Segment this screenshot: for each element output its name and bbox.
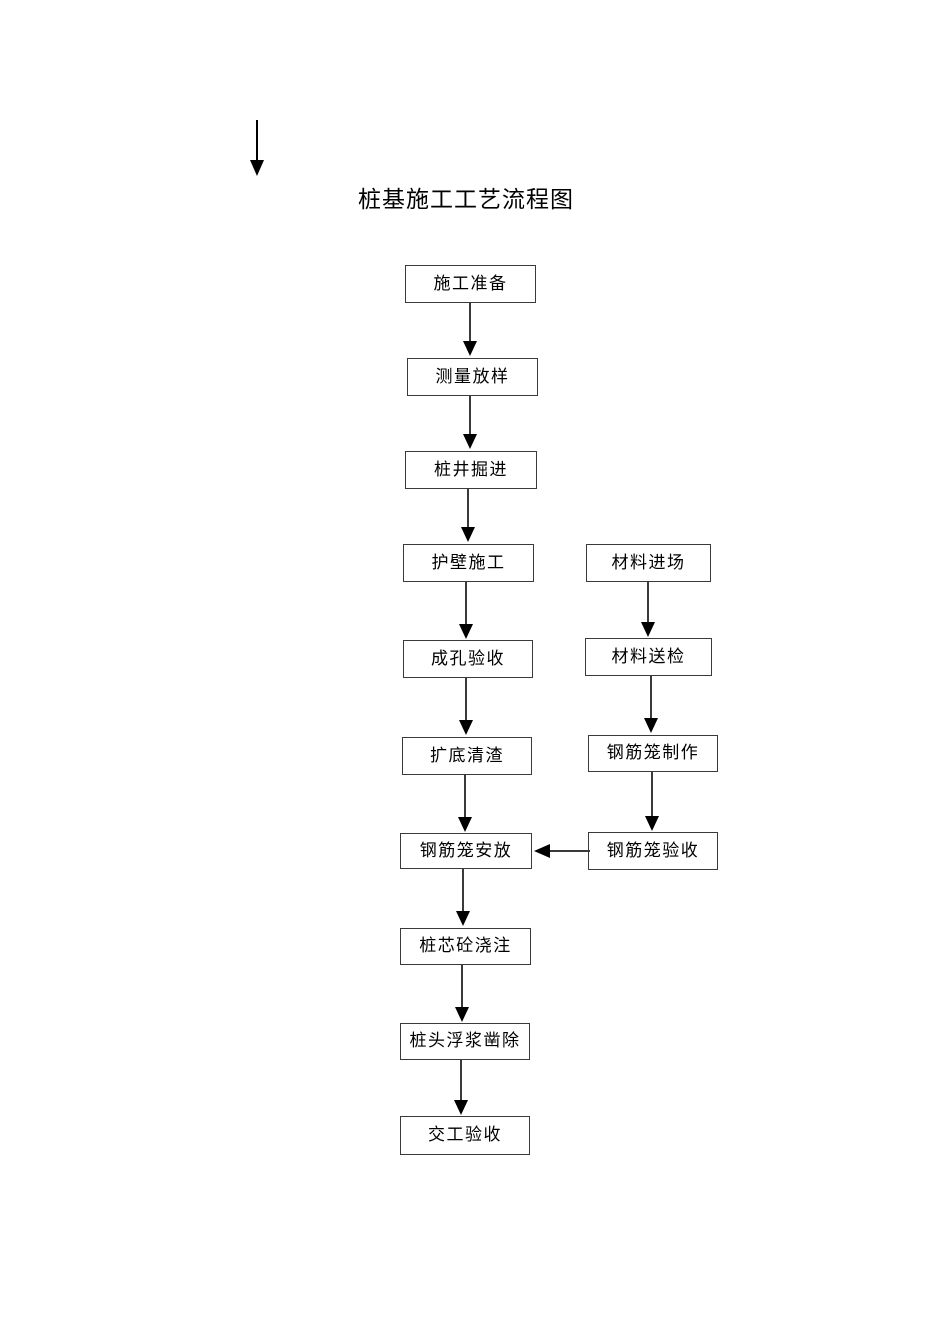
flow-node-zhuangxintunjiaozhu[interactable]: 桩芯砼浇注 [400, 928, 531, 965]
page-title: 桩基施工工艺流程图 [358, 187, 574, 213]
edge-m3-m4 [637, 772, 667, 834]
flow-node-jiaogongyanshou[interactable]: 交工验收 [400, 1116, 530, 1155]
edge-m2-m3 [636, 676, 666, 736]
edge-n1-n2 [455, 303, 485, 359]
flow-node-shigongzhunbei[interactable]: 施工准备 [405, 265, 536, 303]
edge-n9-n10 [446, 1060, 476, 1118]
flow-node-gangjinlongzhizuo[interactable]: 钢筋笼制作 [588, 735, 718, 772]
flow-node-gangjinlonganfang[interactable]: 钢筋笼安放 [400, 833, 532, 869]
edge-m4-n7 [532, 837, 590, 865]
edge-n4-n5 [451, 582, 481, 642]
edge-n2-n3 [455, 396, 485, 452]
edge-n3-n4 [453, 489, 483, 545]
edge-n8-n9 [447, 965, 477, 1025]
flow-node-chengkongyanshou[interactable]: 成孔验收 [403, 640, 533, 678]
edge-n7-n8 [448, 869, 478, 929]
flow-node-celiangfangyang[interactable]: 测量放样 [407, 358, 538, 396]
flow-node-zhuangtoufujiangzaochu[interactable]: 桩头浮浆凿除 [400, 1023, 530, 1060]
edge-n5-n6 [451, 678, 481, 738]
flow-node-hubishigong[interactable]: 护壁施工 [403, 544, 534, 582]
flow-node-cailiaojinchang[interactable]: 材料进场 [586, 544, 711, 582]
edge-m1-m2 [633, 582, 663, 640]
flow-node-gangjinlongyanshou[interactable]: 钢筋笼验收 [588, 832, 718, 870]
stray-down-arrow-icon [240, 118, 274, 186]
flow-node-zhuangjingjuejin[interactable]: 桩井掘进 [405, 451, 537, 489]
edge-n6-n7 [450, 775, 480, 835]
flow-node-cailiaosongjian[interactable]: 材料送检 [585, 638, 712, 676]
flow-node-kuodiqingzha[interactable]: 扩底清渣 [402, 737, 532, 775]
